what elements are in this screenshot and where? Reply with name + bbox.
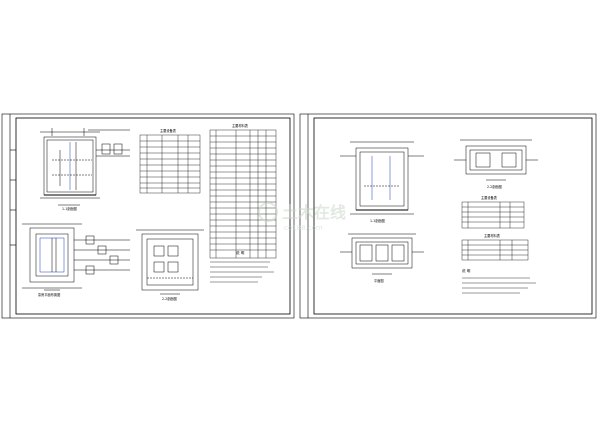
left-plan-view [22,223,130,291]
watermark-sub-text: co188.com [284,224,323,232]
right-section-view-1-1 [340,141,424,215]
left-notes-title: 说 明 [236,250,245,255]
right-section-view-2-2 [454,139,538,181]
right-material-table [461,239,529,261]
left-equipment-table-title: 主要设备表 [160,128,177,133]
right-notes-lines [462,277,536,294]
left-section-1-1-label: 1-1剖面图 [62,206,77,211]
left-notes-lines [210,261,274,283]
left-section-view-1-1 [40,128,130,206]
right-section-1-1-label: 1-1剖面图 [370,218,385,223]
left-section-2-2-label: 2-2剖面图 [162,296,177,301]
right-equipment-table [461,201,525,229]
left-material-table [209,129,277,259]
right-plan-view-label: 平面图 [374,279,384,283]
watermark: 土木在线 co188.com [258,202,346,232]
left-section-view-2-2 [136,229,204,295]
right-material-table-title: 主要材料表 [484,233,501,238]
right-equipment-table-title: 主要设备表 [481,195,498,200]
right-drawing-sheet [299,113,597,319]
left-drawing-sheet [1,113,295,319]
left-equipment-table [139,134,201,194]
right-notes-title: 说 明 [462,268,471,273]
right-section-2-2-label: 2-2剖面图 [487,184,502,189]
left-material-table-title: 主要材料表 [232,123,249,128]
watermark-main-text: 土木在线 [282,203,346,222]
left-plan-view-label: 泵房平面布置图 [38,292,60,297]
right-plan-view [340,233,424,275]
